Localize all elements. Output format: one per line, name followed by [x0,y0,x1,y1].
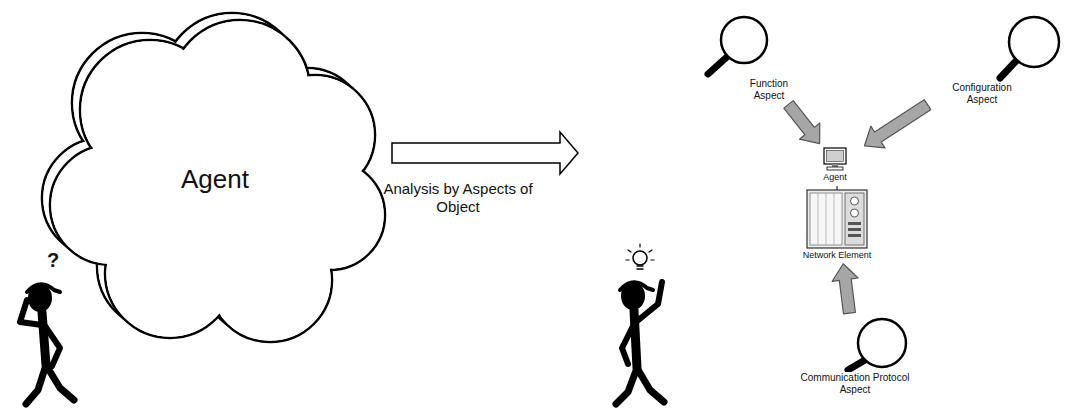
aspect-arrow [865,100,931,148]
person-body [42,312,46,365]
block-arrow [832,264,858,314]
computer-icon [810,146,860,172]
confused-person [20,284,74,404]
magnifier-icon [930,12,1065,82]
person-arm [636,282,662,322]
network-element: Network Element [797,186,879,261]
cloud-node: Agent [40,15,390,345]
node-label: Communication Protocol Aspect [790,372,920,396]
aspect-magnifier: Communication Protocol Aspect [770,316,940,396]
magnifier-icon [770,316,940,372]
magnifier-icon [700,12,800,78]
agent-computer: Agent [810,146,862,183]
aspect-magnifier: Function Aspect [700,12,802,102]
question-mark: ? [47,248,59,272]
person-leg [26,365,46,404]
lightbulb [633,251,647,265]
lightbulb-base [637,266,643,269]
arrow-label: Analysis by Aspects of Object [378,180,538,216]
node-label: Network Element [797,250,877,261]
person-cap [620,282,653,290]
person-leg [46,365,74,400]
node-label: Configuration Aspect [942,82,1022,106]
block-arrow [865,100,931,148]
person-arm [45,326,60,366]
node-label: Function Aspect [738,78,800,102]
person-arm [20,300,42,325]
aspect-arrow [784,101,820,144]
person-leg [637,368,664,402]
lightbulb-rays [626,244,654,260]
node-title: Agent [179,164,251,195]
block-arrow [784,101,820,144]
analysis-arrow [392,132,578,174]
hollow-arrow [392,132,578,174]
node-label: Agent [810,172,860,183]
enlightened-person [616,244,664,404]
person-cap [27,284,60,292]
aspect-magnifier: Configuration Aspect [930,12,1065,106]
person-leg [616,368,637,404]
network-element-icon [797,186,877,250]
person-arm [622,324,634,364]
aspect-arrow [832,264,858,314]
